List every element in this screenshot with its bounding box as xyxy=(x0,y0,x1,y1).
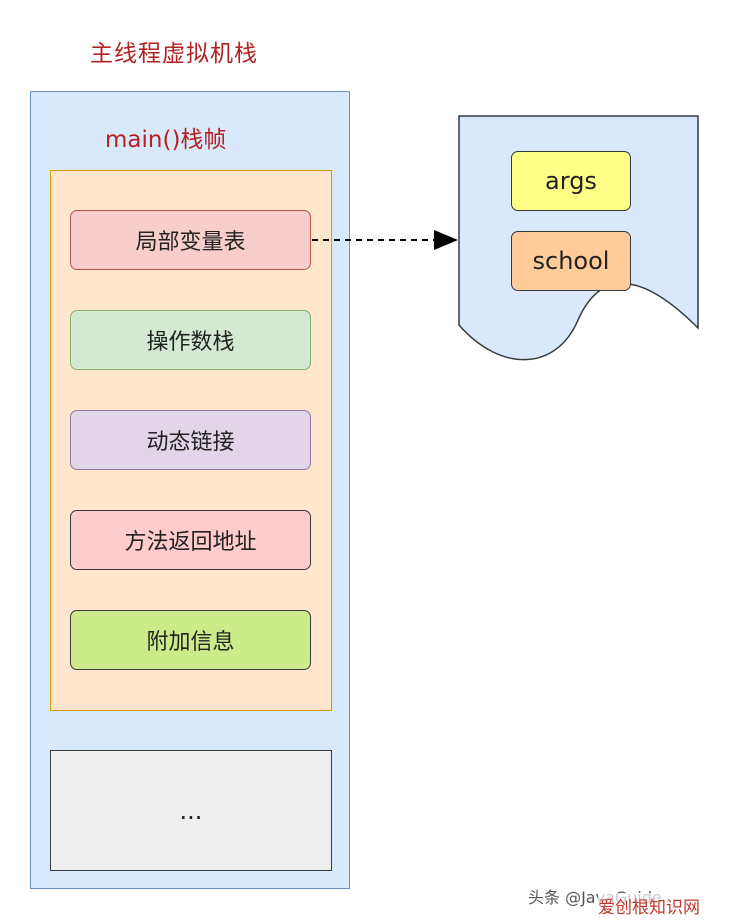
watermark-site: 爱创根知识网 xyxy=(598,893,700,918)
heap-object-school: school xyxy=(511,231,631,291)
more-frames: ... xyxy=(50,750,332,871)
frame-title: main()栈帧 xyxy=(105,127,227,153)
slot-dynamic-linking: 动态链接 xyxy=(70,410,311,470)
heap-object-args: args xyxy=(511,151,631,211)
slot-operand-stack: 操作数栈 xyxy=(70,310,311,370)
slot-return-address: 方法返回地址 xyxy=(70,510,311,570)
stack-title: 主线程虚拟机栈 xyxy=(90,41,258,67)
slot-additional-info: 附加信息 xyxy=(70,610,311,670)
slot-local-variables: 局部变量表 xyxy=(70,210,311,270)
